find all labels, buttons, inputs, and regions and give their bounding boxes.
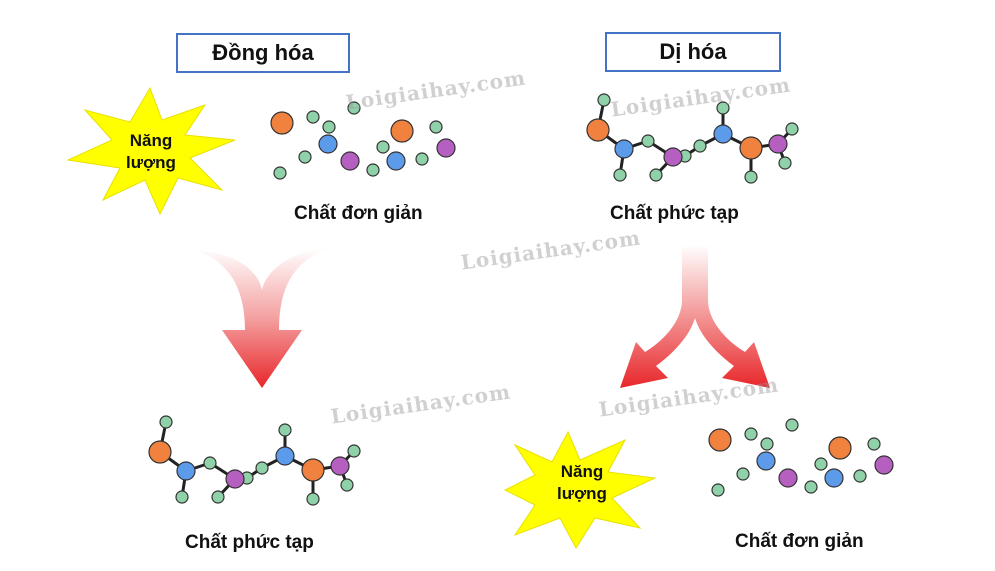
- catabolism-input-label: Chất phức tạp: [610, 203, 739, 224]
- energy-word-1: Năng: [129, 131, 173, 150]
- energy-label-right: Năng lượng: [537, 461, 627, 505]
- anabolism-output-label: Chất phức tạp: [185, 532, 314, 553]
- anabolism-title-box: Đồng hóa: [176, 33, 350, 73]
- energy-starburst-left: [66, 86, 236, 216]
- complex-molecule-bottom-left: [147, 414, 362, 507]
- energy-word-2: lượng: [557, 484, 607, 503]
- catabolism-title-box: Dị hóa: [605, 32, 781, 72]
- energy-label-left: Năng lượng: [106, 130, 196, 174]
- anabolism-input-label: Chất đơn giản: [294, 203, 423, 224]
- energy-word-1: Năng: [560, 462, 604, 481]
- simple-molecules-bottom-right: [708, 418, 894, 497]
- catabolism-output-label: Chất đơn giản: [735, 531, 864, 552]
- energy-starburst-right: [503, 430, 657, 549]
- split-arrow-right: [620, 245, 770, 388]
- simple-molecules-top-left: [270, 101, 456, 180]
- merge-arrow-left: [193, 248, 331, 388]
- energy-word-2: lượng: [126, 153, 176, 172]
